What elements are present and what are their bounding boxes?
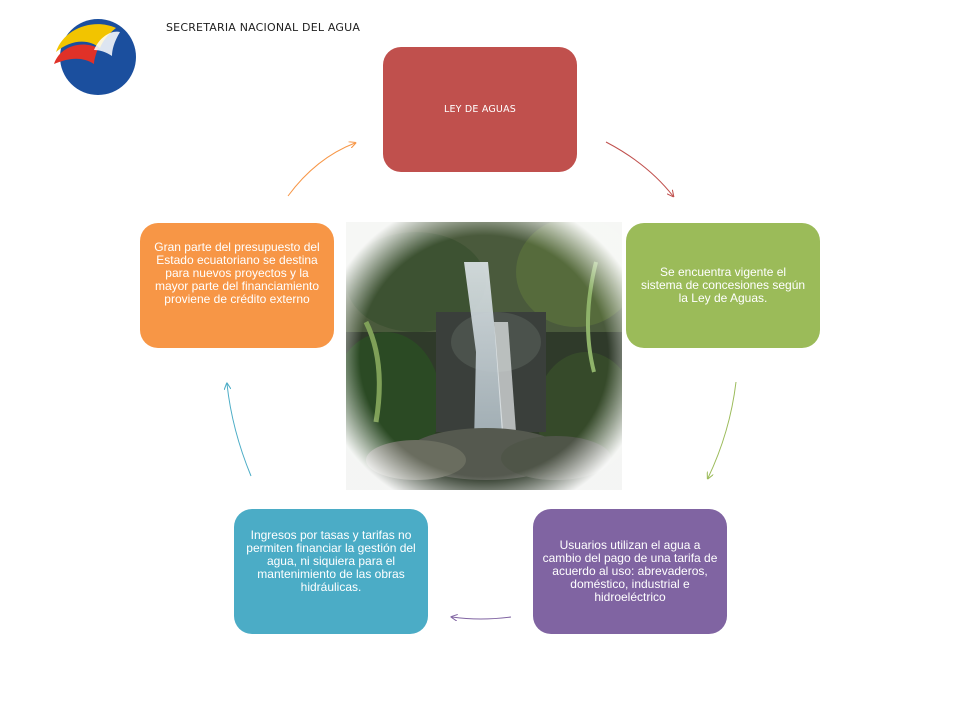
node-presupuesto-estado: Gran parte del presupuesto del Estado ec… [140,223,334,348]
arrow-usuarios-to-ingresos [452,617,512,619]
arrow-ingresos-to-presupuesto [227,384,252,477]
node-usuarios-tarifa: Usuarios utilizan el agua a cambio del p… [533,509,727,634]
organization-title: SECRETARIA NACIONAL DEL AGUA [166,21,361,34]
node-ley-de-aguas: LEY DE AGUAS [383,47,577,172]
node-usuarios-label: Usuarios utilizan el agua a cambio del p… [542,538,718,604]
node-ley-label: LEY DE AGUAS [443,104,517,115]
waterfall-photo-icon [346,222,622,490]
arrow-vigente-to-usuarios [708,381,737,478]
node-presupuesto-label: Gran parte del presupuesto del Estado ec… [154,240,320,306]
node-ingresos-tasas: Ingresos por tasas y tarifas no permiten… [234,509,428,634]
arrow-presupuesto-to-ley [287,143,355,197]
node-concesiones-vigentes: Se encuentra vigente el sistema de conce… [626,223,820,348]
government-logo-icon [54,19,136,95]
arrow-ley-to-vigente [605,141,673,196]
node-ingresos-label: Ingresos por tasas y tarifas no permiten… [246,528,416,594]
node-vigente-label: Se encuentra vigente el sistema de conce… [640,265,806,305]
